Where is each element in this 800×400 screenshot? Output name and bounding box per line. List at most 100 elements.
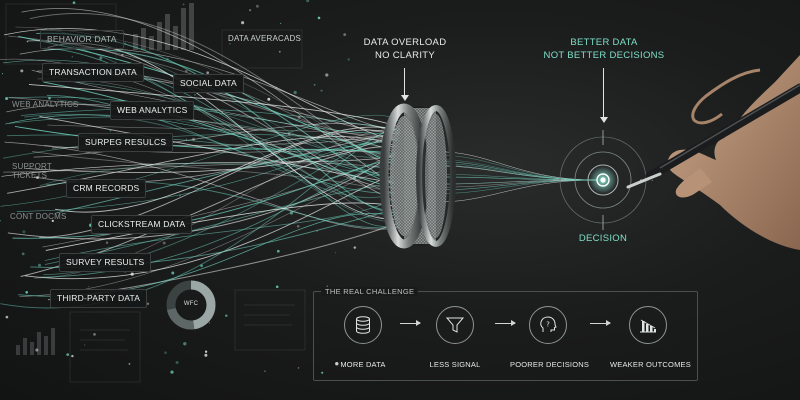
- particle-dot: [5, 96, 9, 101]
- decision-target: [553, 130, 653, 230]
- step-arrow-icon: [590, 320, 611, 326]
- particle-dot: [38, 263, 41, 267]
- particle-dot: [35, 348, 39, 352]
- particle-dot: [282, 173, 284, 176]
- filtered-signal-threads: [439, 151, 598, 203]
- particle-dot: [255, 4, 259, 8]
- source-transaction-data: TRANSACTION DATA: [42, 63, 144, 82]
- better-data-callout: BETTER DATA NOT BETTER DECISIONS: [538, 37, 670, 63]
- particle-dot: [71, 354, 74, 358]
- head-question-icon: ?: [529, 306, 567, 344]
- particle-dot: [328, 131, 331, 135]
- particle-dot: [105, 241, 109, 244]
- source-crm-records: CRM RECORDS: [66, 179, 147, 198]
- better-line-2: NOT BETTER DECISIONS: [543, 49, 665, 61]
- overload-arrow: [400, 68, 409, 101]
- decision-label: DECISION: [578, 233, 628, 244]
- particle-dot: [48, 96, 51, 100]
- particle-dot: [316, 230, 318, 232]
- particle-dot: [21, 252, 25, 256]
- particle-dot: [353, 246, 357, 249]
- data-thread: [4, 28, 401, 141]
- real-challenge-title: THE REAL CHALLENGE: [321, 287, 419, 296]
- data-thread: [12, 157, 401, 239]
- faint-panels: [5, 3, 306, 383]
- particle-dot: [166, 57, 169, 61]
- real-challenge-panel: THE REAL CHALLENGE MORE DATA LESS SIGNAL: [313, 287, 698, 381]
- particle-dot: [321, 371, 324, 374]
- particle-dot: [296, 224, 300, 228]
- particle-dot: [275, 86, 278, 90]
- source-survey-results: SURVEY RESULTS: [59, 253, 152, 272]
- data-thread: [55, 139, 401, 214]
- particle-dot: [26, 40, 29, 43]
- particle-dot: [71, 56, 74, 58]
- step-poorer-decisions: ? POORER DECISIONS: [510, 306, 589, 369]
- particle-dot: [175, 360, 179, 365]
- data-thread: [25, 132, 401, 173]
- overload-line-2: NO CLARITY: [374, 49, 435, 61]
- particle-dot: [36, 176, 39, 180]
- data-thread: [3, 162, 401, 173]
- data-thread: [29, 12, 401, 170]
- signal-thread: [439, 179, 598, 185]
- particle-dot: [267, 97, 271, 101]
- particle-dot: [66, 353, 70, 356]
- particle-dot: [293, 90, 297, 95]
- step-arrow-icon: [495, 320, 516, 326]
- signal-thread: [439, 161, 598, 181]
- particle-dot: [185, 69, 188, 73]
- donut-chart: [166, 280, 216, 330]
- particle-dot: [320, 89, 323, 92]
- data-thread: [46, 39, 401, 223]
- step-more-data: MORE DATA: [325, 306, 401, 369]
- particle-dot: [278, 50, 281, 53]
- overload-line-1: DATA OVERLOAD: [363, 37, 447, 48]
- data-thread: [43, 81, 401, 191]
- data-thread: [42, 150, 401, 248]
- particle-dot: [276, 249, 280, 253]
- particle-dot: [164, 351, 167, 354]
- particle-dot: [171, 271, 175, 275]
- better-data-arrow: [599, 68, 608, 123]
- step-arrow-icon: [400, 320, 421, 326]
- particle-dot: [146, 302, 150, 305]
- source-behavior-data: BEHAVIOR DATA: [40, 30, 124, 49]
- particle-dot: [335, 252, 336, 254]
- step-caption: LESS SIGNAL: [429, 360, 481, 369]
- source-clickstream-data: CLICKSTREAM DATA: [91, 215, 193, 234]
- data-thread: [47, 124, 401, 139]
- particle-dot: [297, 367, 300, 369]
- particle-dot: [22, 230, 26, 234]
- particle-dot: [313, 83, 316, 86]
- data-thread: [31, 69, 401, 155]
- particle-dot: [124, 271, 126, 273]
- step-weaker-outcomes: WEAKER OUTCOMES: [610, 306, 691, 369]
- data-thread: [21, 8, 401, 185]
- particle-dot: [204, 353, 208, 357]
- particle-dot: [5, 315, 9, 319]
- data-thread: [8, 116, 401, 160]
- scatter-dots: [0, 0, 357, 374]
- data-thread: [32, 150, 401, 195]
- hand-with-pen: [626, 55, 800, 250]
- incoming-data-threads: [0, 8, 401, 309]
- particle-dot: [72, 1, 76, 5]
- faint-source-docs: CONT DOCMS: [10, 212, 67, 221]
- source-social-data: SOCIAL DATA: [173, 74, 244, 93]
- data-thread: [16, 138, 401, 212]
- particle-dot: [130, 272, 134, 276]
- particle-dot: [162, 241, 166, 245]
- step-less-signal: LESS SIGNAL: [417, 306, 493, 369]
- particle-dot: [194, 94, 196, 96]
- faint-source-web-analytics: WEB ANALYTICS: [12, 100, 79, 109]
- particle-dot: [20, 69, 24, 73]
- particle-dot: [326, 285, 328, 287]
- particle-dot: [352, 176, 357, 180]
- particle-dot: [317, 16, 321, 20]
- data-thread: [7, 149, 401, 240]
- donut-center-label: WFC: [183, 301, 199, 307]
- data-thread: [39, 163, 401, 187]
- data-thread: [9, 97, 401, 141]
